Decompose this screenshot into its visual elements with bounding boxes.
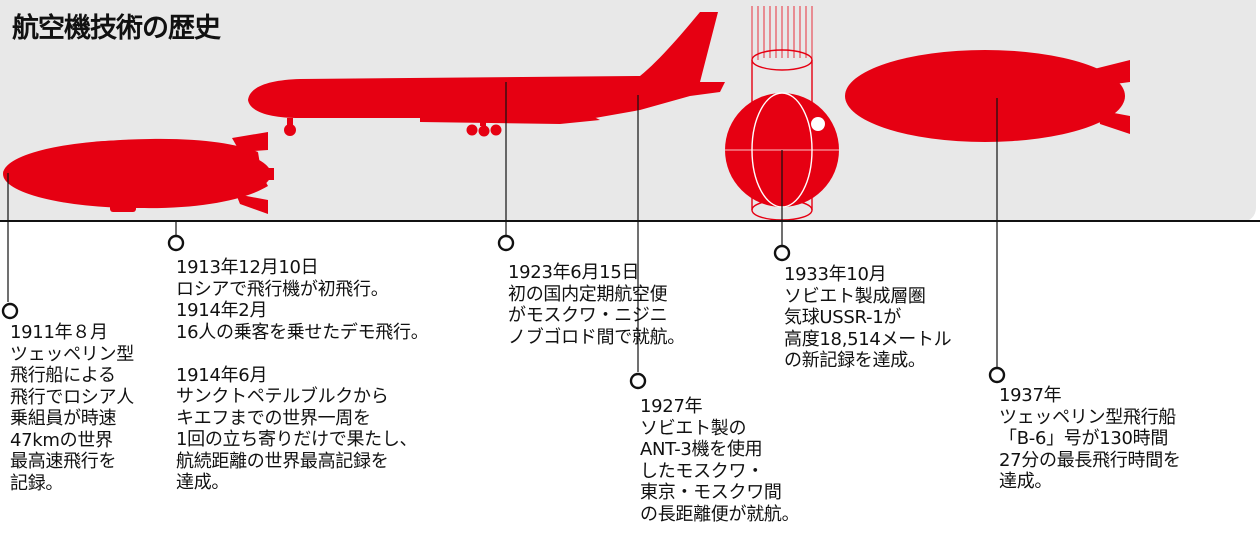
page-title: 航空機技術の歴史 bbox=[12, 13, 221, 44]
balloon-1933-icon bbox=[725, 6, 839, 221]
marker-1927 bbox=[629, 372, 647, 390]
marker-1937 bbox=[988, 366, 1006, 384]
event-1927-text: 1927年 ソビエト製の ANT-3機を使用 したモスクワ・ 東京・モスクワ間 … bbox=[640, 396, 800, 525]
event-1913-text: 1913年12月10日 ロシアで飛行機が初飛行。 1914年2月 16人の乗客を… bbox=[176, 257, 429, 493]
event-1937-text: 1937年 ツェッペリン型飛行船 「B-6」号が130時間 27分の最長飛行時間… bbox=[999, 385, 1181, 492]
marker-1911 bbox=[1, 302, 19, 320]
airplane-1913-icon bbox=[248, 12, 725, 137]
marker-1913 bbox=[167, 234, 185, 252]
airship-1911-icon bbox=[3, 132, 274, 214]
marker-1923 bbox=[497, 234, 515, 252]
event-1933-text: 1933年10月 ソビエト製成層圏 気球USSR-1が 高度18,514メートル… bbox=[784, 264, 952, 371]
event-1923-text: 1923年6月15日 初の国内定期航空便 がモスクワ・ニジニ ノブゴロド間で就航… bbox=[508, 262, 685, 348]
connector-lines bbox=[7, 82, 998, 372]
event-1911-text: 1911年８月 ツェッペリン型 飛行船による 飛行でロシア人 乗組員が時速 47… bbox=[10, 322, 134, 494]
airship-1937-icon bbox=[845, 50, 1130, 142]
marker-1933 bbox=[773, 244, 791, 262]
